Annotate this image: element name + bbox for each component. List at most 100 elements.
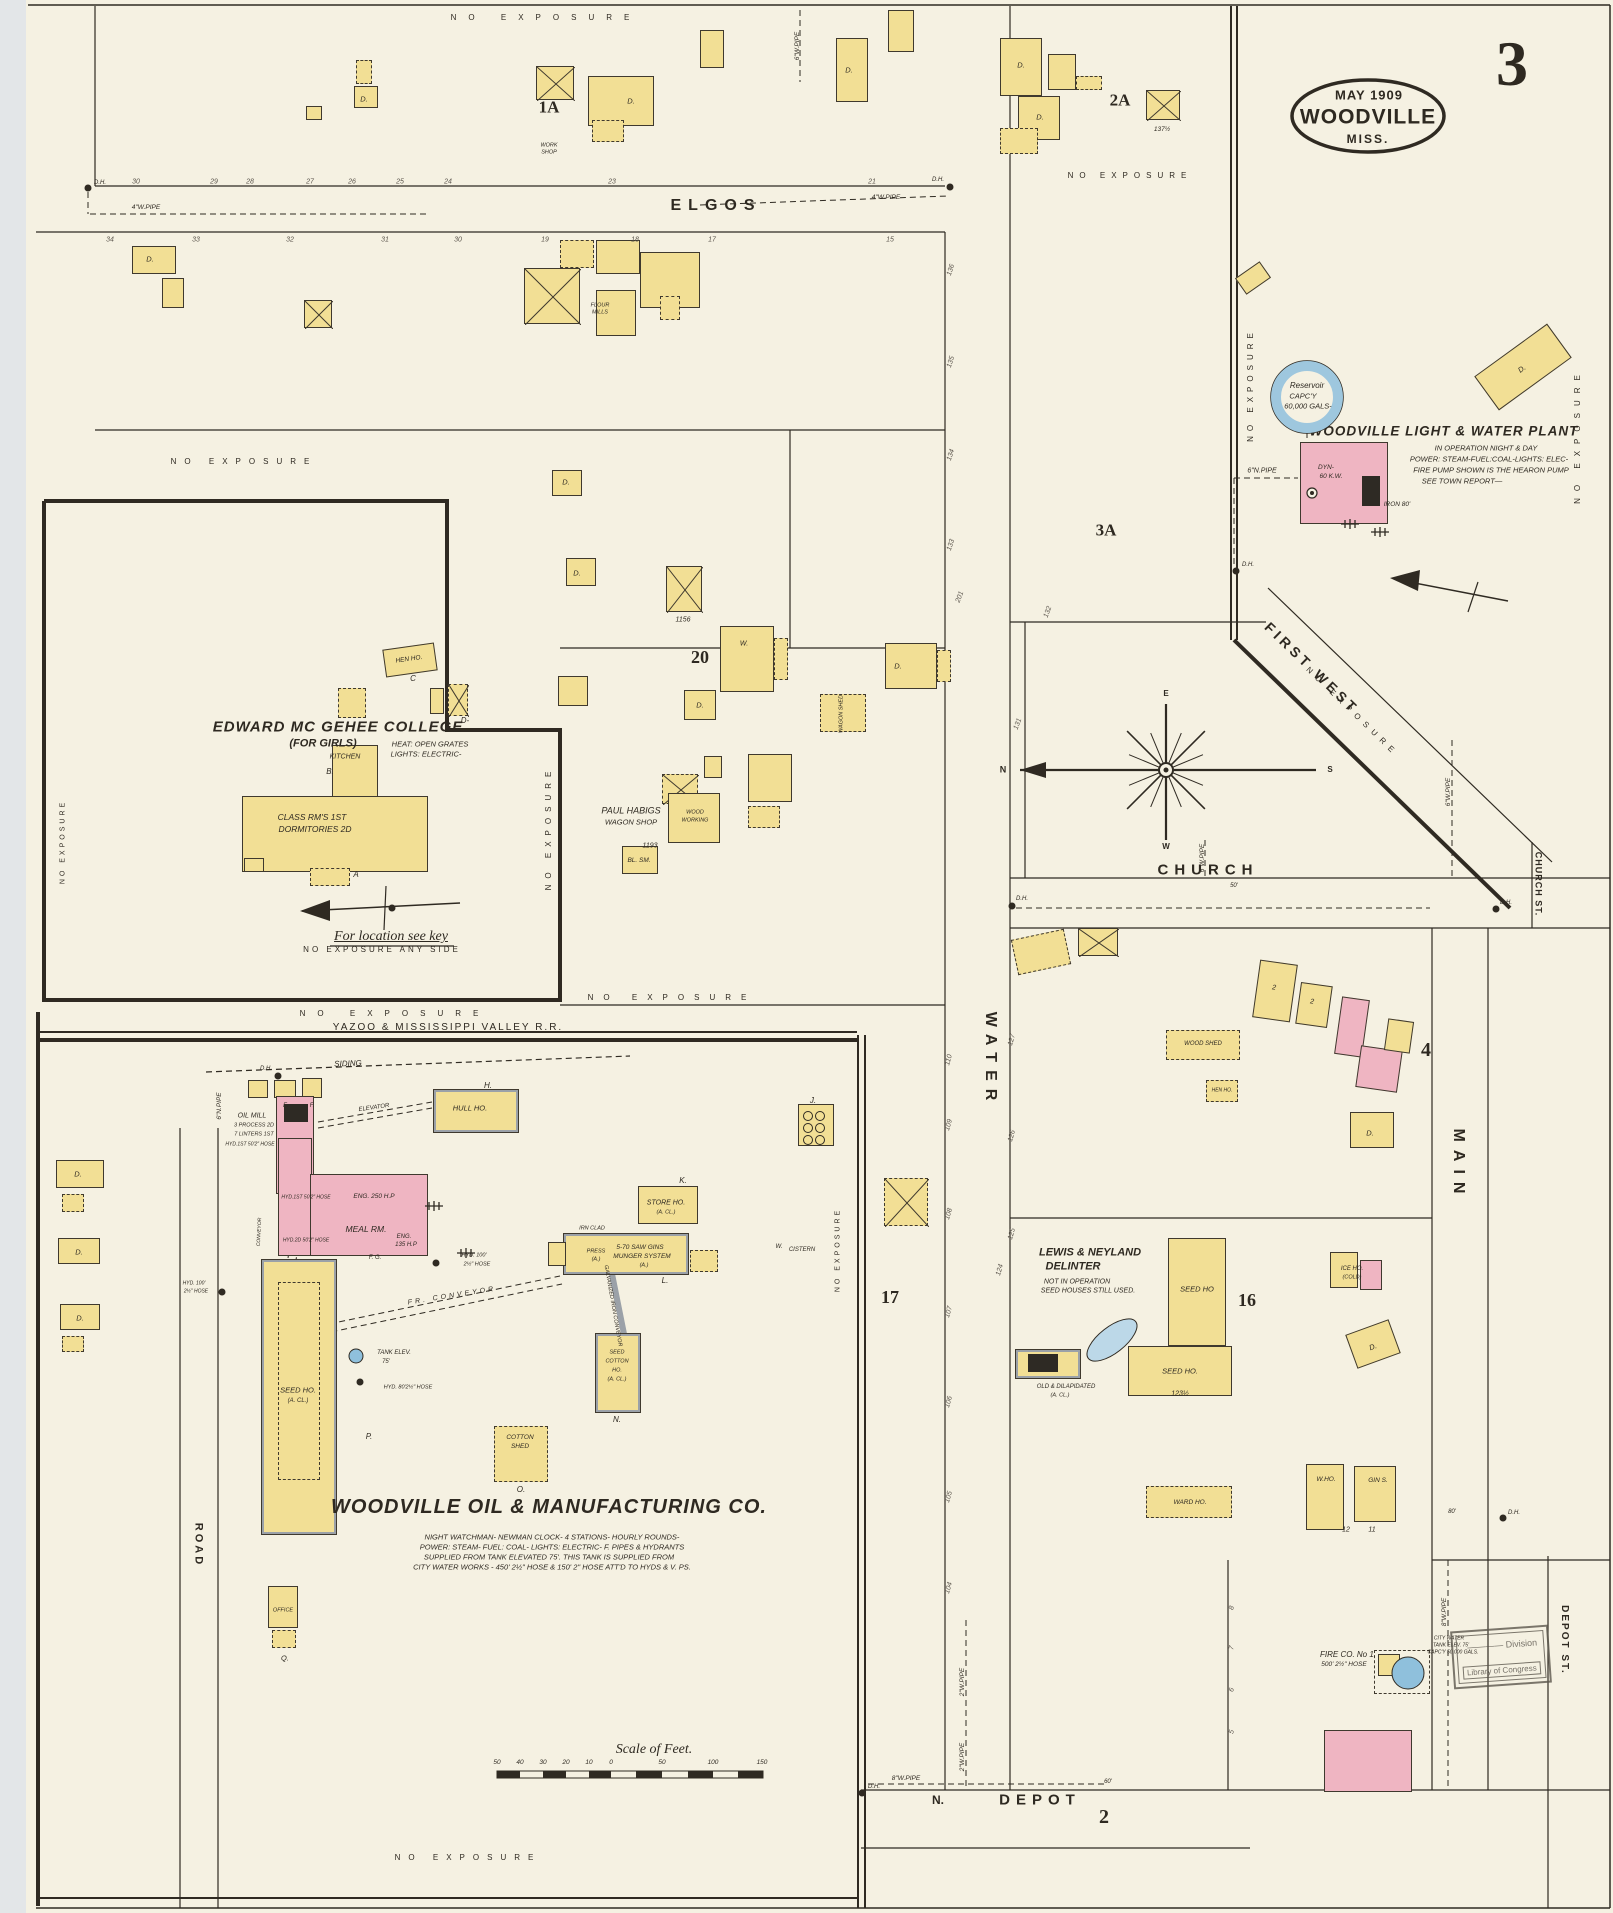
map-label: KITCHEN bbox=[329, 753, 361, 761]
frame-building bbox=[836, 38, 868, 102]
map-label: D.H. bbox=[1016, 896, 1028, 902]
frame-building bbox=[690, 1250, 718, 1272]
frame-building bbox=[622, 846, 658, 874]
map-label: D.H. bbox=[932, 177, 944, 183]
map-label: D.H. bbox=[1500, 900, 1512, 906]
college-key-arrow-tick bbox=[383, 885, 387, 931]
map-label: PAUL HABIGS bbox=[601, 805, 661, 816]
scale-tick-label: 10 bbox=[585, 1758, 593, 1766]
map-label: 60' bbox=[1104, 1779, 1112, 1785]
brick-building bbox=[1324, 1730, 1412, 1792]
map-label: NO EXPOSURE ANY SIDE bbox=[303, 945, 461, 954]
map-label: 27 bbox=[306, 178, 314, 186]
frame-building bbox=[1000, 128, 1038, 154]
block-2: 2 bbox=[1099, 1806, 1109, 1828]
map-label: CISTERN bbox=[788, 1247, 816, 1253]
plant-title: WOODVILLE LIGHT & WATER PLANT bbox=[1309, 423, 1579, 439]
map-label: D. bbox=[360, 94, 368, 104]
frame-building bbox=[700, 30, 724, 68]
compass-hub-center bbox=[1163, 767, 1169, 773]
map-label: 8"W.PIPE bbox=[891, 1774, 921, 1782]
hydrant-dot bbox=[84, 184, 92, 192]
block-3a: 3A bbox=[1095, 520, 1117, 540]
map-circle bbox=[803, 1111, 813, 1121]
frame-building bbox=[1168, 1238, 1226, 1346]
map-label: 137½ bbox=[1153, 125, 1171, 133]
map-label: OLD & DILAPIDATED bbox=[1036, 1384, 1096, 1390]
map-label: 24 bbox=[444, 178, 452, 186]
plant-key-arrow-head bbox=[1390, 570, 1420, 591]
map-label: TANK ELEV. bbox=[377, 1350, 411, 1356]
map-label: OIL MILL bbox=[237, 1112, 267, 1120]
hydrant-dot bbox=[356, 1378, 364, 1386]
map-label: POWER: STEAM- FUEL: COAL- LIGHTS: ELECTR… bbox=[419, 1542, 685, 1552]
scale-tick-label: 40 bbox=[516, 1758, 524, 1766]
derrick-symbol bbox=[425, 1201, 443, 1211]
map-label: D.H. bbox=[1242, 562, 1254, 568]
map-label: IN OPERATION NIGHT & DAY bbox=[1434, 443, 1538, 453]
map-label: W.HO. bbox=[1316, 1475, 1336, 1483]
street-line bbox=[1232, 638, 1512, 910]
map-label: 31 bbox=[381, 236, 389, 244]
frame-building bbox=[1146, 1486, 1232, 1518]
map-label: E. bbox=[283, 1103, 289, 1109]
frame-building bbox=[596, 290, 636, 336]
machine-block bbox=[1028, 1354, 1058, 1372]
pipe-or-dashed-line bbox=[299, 1275, 561, 1331]
frame-building bbox=[885, 643, 937, 689]
scale-bar-segment bbox=[543, 1771, 566, 1778]
map-label: 135 H.P bbox=[395, 1242, 417, 1248]
map-label: FIRE PUMP SHOWN IS THE HEARON PUMP bbox=[1413, 465, 1569, 475]
map-label: P. bbox=[365, 1432, 373, 1441]
street-line bbox=[609, 1273, 627, 1335]
map-label: D. bbox=[146, 254, 154, 264]
frame-building bbox=[310, 868, 350, 886]
frame-building bbox=[248, 1080, 268, 1098]
college-key-arrow-head bbox=[300, 900, 330, 921]
frame-building bbox=[1128, 1346, 1232, 1396]
frame-building bbox=[244, 858, 264, 872]
map-label: D.H. bbox=[94, 180, 106, 186]
x-roof-pattern bbox=[1147, 91, 1181, 121]
hydrant-dot bbox=[1232, 567, 1240, 575]
frame-building bbox=[278, 1282, 320, 1480]
map-label: SHED bbox=[510, 1442, 530, 1450]
oil-tank bbox=[348, 1348, 364, 1364]
map-label: SEED HO. bbox=[1162, 1366, 1198, 1376]
map-label: OFFICE bbox=[272, 1607, 294, 1614]
map-label: 2½" HOSE bbox=[183, 1288, 209, 1295]
map-label: SEED bbox=[609, 1349, 625, 1356]
map-label: 15 bbox=[886, 236, 894, 244]
hydrant-dot bbox=[858, 1789, 866, 1797]
map-label: D. bbox=[76, 1313, 84, 1323]
map-label: HYD.2D 50'2" HOSE bbox=[282, 1237, 330, 1244]
map-label: (A. CL.) bbox=[607, 1376, 627, 1383]
map-label: HULL HO. bbox=[452, 1103, 488, 1113]
hydrant-dot bbox=[1008, 902, 1016, 910]
map-label: (A. CL.) bbox=[656, 1209, 676, 1216]
frame-building bbox=[1354, 1466, 1396, 1522]
map-label: 4"W.PIPE bbox=[131, 203, 161, 211]
map-label: HYD. 100' bbox=[182, 1280, 206, 1287]
map-label: DYN- bbox=[1318, 463, 1334, 471]
map-label: WOOD bbox=[686, 809, 704, 816]
frame-building bbox=[1000, 38, 1042, 96]
map-label: 500' 2½" HOSE bbox=[1321, 1660, 1367, 1668]
compass-ray bbox=[1165, 730, 1206, 771]
map-label: CLASS RM'S 1ST bbox=[277, 811, 347, 822]
fire-co: FIRE CO. No 1. bbox=[1319, 1650, 1377, 1659]
map-label: D. bbox=[1366, 1128, 1374, 1138]
pipe-or-dashed-line bbox=[205, 1055, 631, 1073]
scale-bar-segment bbox=[497, 1771, 520, 1778]
map-label: A bbox=[353, 870, 359, 879]
map-label: 2½" HOSE bbox=[463, 1261, 491, 1268]
map-label: 80' bbox=[1448, 1509, 1456, 1515]
frame-building bbox=[704, 756, 722, 778]
map-label: NIGHT WATCHMAN- NEWMAN CLOCK- 4 STATIONS… bbox=[424, 1532, 680, 1542]
map-label: WARD HO. bbox=[1173, 1498, 1207, 1506]
frame-building bbox=[566, 558, 596, 586]
city-water-tank bbox=[1391, 1656, 1425, 1690]
frame-building bbox=[558, 676, 588, 706]
